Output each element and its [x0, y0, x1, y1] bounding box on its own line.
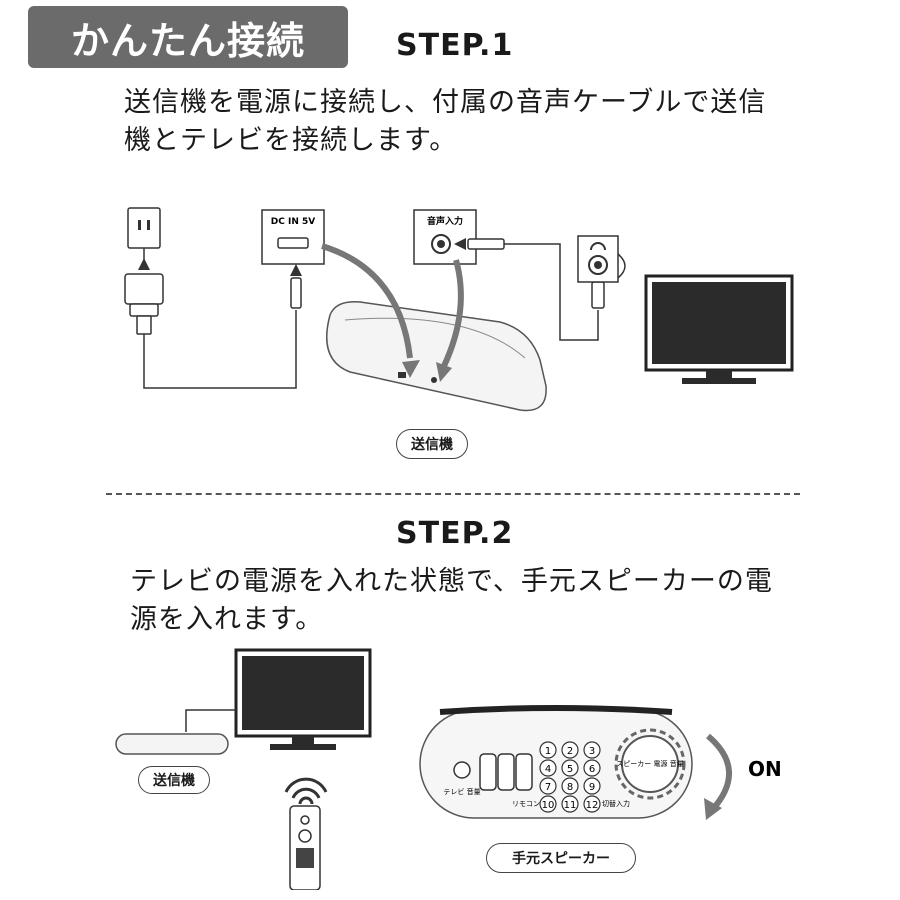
on-label: ON — [748, 757, 782, 781]
keypad-key: 12 — [583, 795, 601, 813]
keypad-key-label: 3 — [589, 746, 595, 757]
step1-diagram: DC IN 5V 音声入力 — [124, 207, 794, 412]
step1-text-line2: 機とテレビを接続します。 — [124, 125, 458, 156]
headphone-icon — [590, 242, 606, 251]
transmitter-caption-small: 送信機 — [138, 766, 210, 794]
arrow-up-icon — [138, 258, 150, 270]
switch-input-label: 切替入力 — [602, 799, 630, 808]
keypad-key: 3 — [583, 741, 601, 759]
transmitter-device — [115, 733, 229, 755]
keypad-key: 9 — [583, 777, 601, 795]
wall-outlet-icon — [127, 207, 161, 249]
tv-volume-label: テレビ 音量 — [443, 787, 480, 796]
step2-text-line1: テレビの電源を入れた状態で、手元スピーカーの電 — [130, 566, 773, 597]
arrow-up-icon — [290, 264, 302, 276]
keypad-key-label: 1 — [545, 746, 551, 757]
step2-label: STEP.2 — [396, 516, 514, 551]
keypad-key-label: 5 — [567, 764, 573, 775]
dc-in-port-callout: DC IN 5V — [261, 209, 325, 265]
section-title-badge: かんたん接続 — [28, 6, 348, 68]
keypad-key: 1 — [539, 741, 557, 759]
keypad-key: 5 — [561, 759, 579, 777]
keypad-key-label: 6 — [589, 764, 595, 775]
keypad-key-label: 11 — [564, 800, 577, 811]
wireless-signal-icon — [284, 777, 328, 805]
tv-icon — [644, 274, 794, 384]
remote-label: リモコン — [512, 800, 540, 808]
curved-arrow-icon — [321, 243, 413, 359]
step1-label: STEP.1 — [396, 28, 514, 63]
keypad-key-label: 8 — [567, 782, 573, 793]
section-divider — [106, 493, 800, 495]
usb-plug-icon — [290, 277, 302, 309]
keypad-key: 7 — [539, 777, 557, 795]
keypad-key: 10 — [539, 795, 557, 813]
keypad-key: 8 — [561, 777, 579, 795]
transmitter-caption: 送信機 — [396, 429, 468, 459]
step2-diagram: 1 2 3 4 5 6 7 8 — [115, 648, 782, 890]
dial-label: スピーカー 電源 音量 — [616, 759, 683, 768]
transmitter-device — [326, 301, 547, 412]
audio-input-label: 音声入力 — [427, 215, 463, 227]
keypad-key: 2 — [561, 741, 579, 759]
step2-text-line2: 源を入れます。 — [130, 604, 324, 635]
arrow-left-icon — [454, 238, 466, 250]
headphone-jack-callout — [577, 235, 626, 283]
rotate-arrow-icon — [706, 733, 732, 813]
keypad-key-label: 2 — [567, 746, 573, 757]
keypad-key: 4 — [539, 759, 557, 777]
handheld-speaker-device — [419, 705, 693, 819]
keypad-key-label: 10 — [542, 800, 555, 811]
dc-in-label: DC IN 5V — [271, 217, 315, 227]
keypad-key: 6 — [583, 759, 601, 777]
keypad-key-label: 9 — [589, 782, 595, 793]
keypad-key-label: 12 — [586, 800, 599, 811]
audio-input-callout: 音声入力 — [413, 209, 477, 265]
keypad-key: 11 — [561, 795, 579, 813]
keypad-key-label: 4 — [545, 764, 551, 775]
ac-adapter-icon — [124, 273, 164, 342]
tv-icon — [234, 648, 372, 750]
curved-arrow-icon — [441, 259, 464, 368]
speaker-keypad: 1 2 3 4 5 6 7 8 — [539, 741, 601, 813]
remote-control-icon — [289, 805, 321, 890]
speaker-caption: 手元スピーカー — [486, 843, 636, 873]
step1-text-line1: 送信機を電源に接続し、付属の音声ケーブルで送信 — [124, 87, 767, 118]
keypad-key-label: 7 — [545, 782, 551, 793]
